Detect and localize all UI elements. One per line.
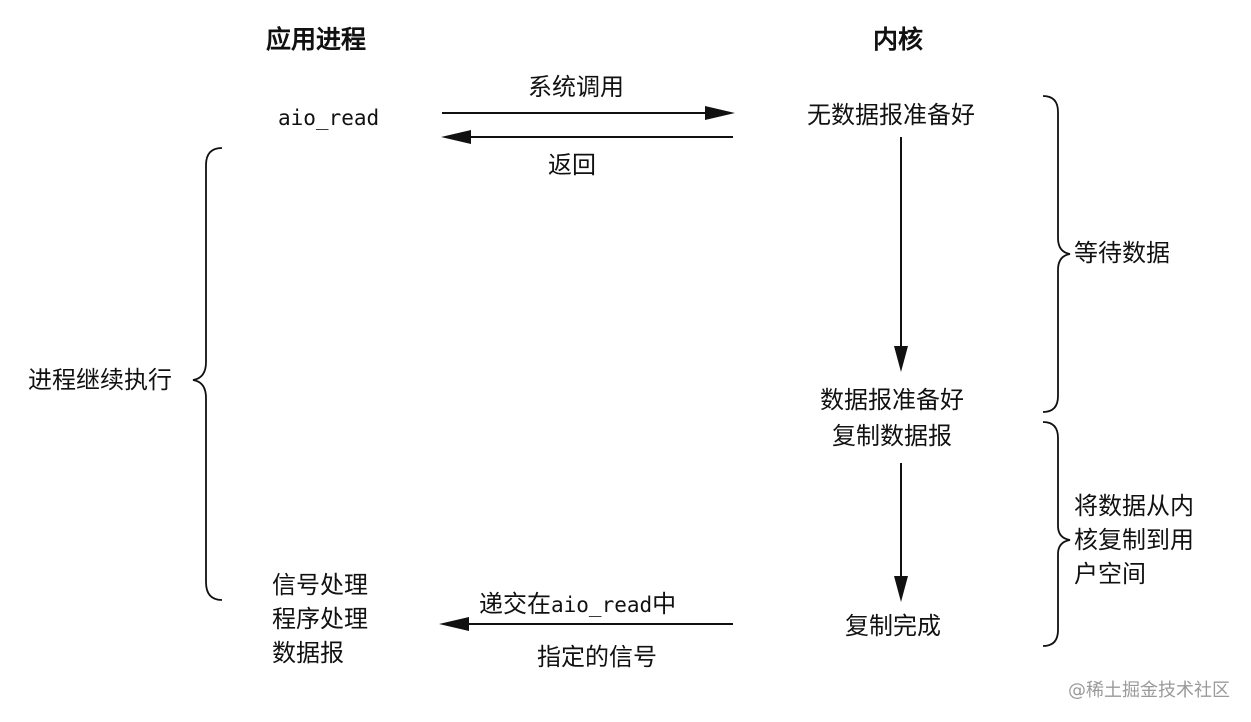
copy-to-user-line: 核复制到用 (1074, 526, 1194, 554)
deliver-aio-read: aio_read (551, 593, 653, 617)
copy-datagram-label: 复制数据报 (832, 422, 952, 450)
copy-to-user-label: 将数据从内 核复制到用 户空间 (1074, 489, 1194, 591)
process-continues-label: 进程继续执行 (28, 366, 172, 394)
signal-handler-line: 程序处理 (272, 605, 368, 633)
wait-data-brace (1042, 95, 1071, 413)
wait-for-data-label: 等待数据 (1074, 239, 1170, 267)
copy-vertical-arrow (894, 463, 908, 602)
signal-handler-block: 信号处理 程序处理 数据报 (272, 568, 368, 670)
deliver-signal-arrow (439, 617, 733, 631)
copy-to-user-line: 户空间 (1074, 560, 1146, 588)
datagram-ready-label: 数据报准备好 (820, 386, 964, 414)
syscall-label: 系统调用 (528, 73, 624, 101)
syscall-arrow (442, 106, 735, 120)
app-process-header: 应用进程 (266, 25, 367, 54)
deliver-signal-label: 递交在aio_read中 (479, 590, 677, 619)
no-datagram-ready-label: 无数据报准备好 (807, 101, 975, 129)
copy-to-user-line: 将数据从内 (1074, 492, 1194, 520)
aio-read-call: aio_read (278, 106, 380, 130)
wait-vertical-arrow (894, 137, 908, 372)
kernel-header: 内核 (873, 25, 924, 54)
copy-complete-label: 复制完成 (845, 612, 941, 640)
copy-data-brace (1042, 421, 1071, 647)
return-label: 返回 (548, 151, 596, 179)
return-arrow (441, 130, 733, 144)
left-brace (192, 147, 223, 601)
watermark: @稀土掘金技术社区 (1068, 680, 1230, 701)
deliver-suffix: 中 (652, 590, 677, 618)
specified-signal-label: 指定的信号 (537, 643, 657, 671)
signal-handler-line: 数据报 (272, 639, 344, 667)
deliver-prefix: 递交在 (479, 590, 551, 618)
signal-handler-line: 信号处理 (272, 571, 368, 599)
